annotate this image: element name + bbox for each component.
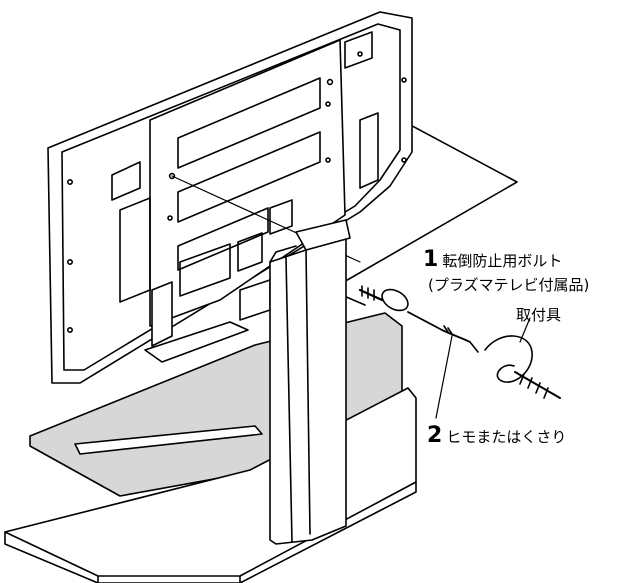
bolt-callout-sublabel: (プラズマテレビ付属品) (428, 276, 590, 294)
tv-mount-bracket (144, 279, 271, 363)
plasma-tv-back (47, 11, 413, 384)
bolt-callout-label: 転倒防止用ボルト (442, 252, 563, 270)
string-chain (407, 311, 479, 419)
anti-tip-bolt (358, 285, 409, 312)
bolt-callout-number: 1 (423, 247, 439, 272)
fitting-callout-label: 取付具 (516, 306, 562, 324)
string-callout-number: 2 (427, 423, 443, 448)
string-callout-label: ヒモまたはくさり (446, 428, 567, 446)
mounting-fitting (484, 317, 561, 399)
stand-pillar (269, 219, 351, 545)
shelf-support-bar (74, 425, 263, 455)
